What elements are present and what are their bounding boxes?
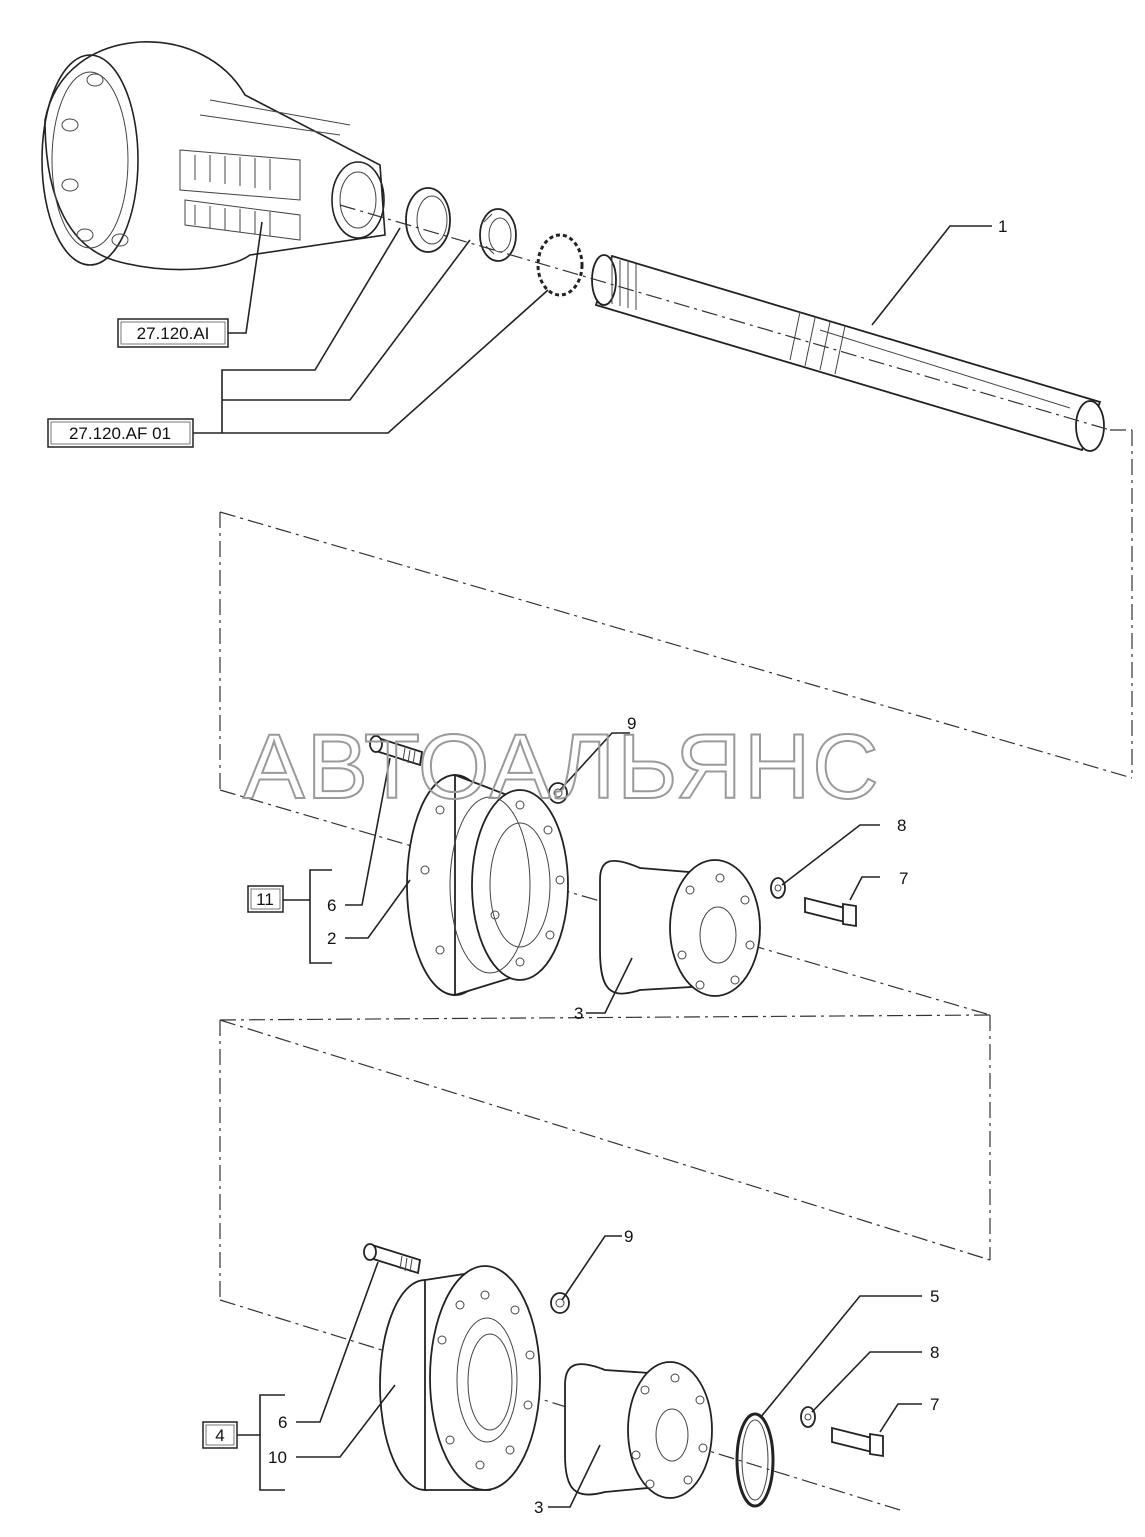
lower-bolt	[831, 1426, 884, 1458]
axle-housing	[41, 41, 386, 271]
ref-box-housing[interactable]: 27.120.AI	[117, 318, 229, 348]
upper-hub-flange	[406, 773, 569, 997]
ref-bearing-group-label: 27.120.AF 01	[69, 424, 171, 443]
callout-3-upper: 3	[574, 1004, 583, 1023]
callout-1: 1	[998, 217, 1007, 236]
upper-stud-bolt	[369, 735, 424, 767]
bearing-cup	[405, 187, 451, 253]
callout-6-lower: 6	[278, 1413, 287, 1432]
callout-3-lower: 3	[534, 1498, 543, 1517]
callout-6-upper: 6	[327, 896, 336, 915]
leader-lines	[193, 221, 992, 1508]
callout-8-upper: 8	[897, 816, 906, 835]
callout-9-lower: 9	[624, 1227, 633, 1246]
kit-lower-label: 4	[215, 1426, 224, 1445]
upper-bolt	[804, 896, 857, 928]
lower-nut	[550, 1292, 570, 1314]
lower-washer	[800, 1406, 816, 1428]
lower-hub-flange	[379, 1265, 541, 1491]
kit-box-upper[interactable]: 11	[247, 885, 284, 913]
ref-housing-label: 27.120.AI	[137, 324, 210, 343]
upper-washer	[770, 877, 786, 899]
callout-2: 2	[327, 929, 336, 948]
watermark-text: АВТОАЛЬЯНС	[243, 716, 881, 818]
callout-9-upper: 9	[627, 714, 636, 733]
lower-snap-ring	[735, 1412, 775, 1508]
kit-upper-label: 11	[256, 890, 274, 909]
ref-box-bearing-group[interactable]: 27.120.AF 01	[47, 418, 194, 448]
callout-labels: 1 6 2 3 9 8 7 6 10 3 9 5 8 7	[268, 217, 1007, 1517]
bearing-cone	[479, 208, 517, 262]
lower-taper-bushing	[564, 1361, 713, 1499]
center-lines	[219, 204, 1133, 1511]
callout-8-lower: 8	[930, 1343, 939, 1362]
callout-10: 10	[268, 1448, 287, 1467]
retaining-ring	[536, 233, 584, 297]
callout-5: 5	[930, 1287, 939, 1306]
callout-7-lower: 7	[930, 1395, 939, 1414]
callout-7-upper: 7	[899, 869, 908, 888]
lower-stud-bolt	[363, 1243, 422, 1275]
kit-box-lower[interactable]: 4	[202, 1421, 238, 1449]
